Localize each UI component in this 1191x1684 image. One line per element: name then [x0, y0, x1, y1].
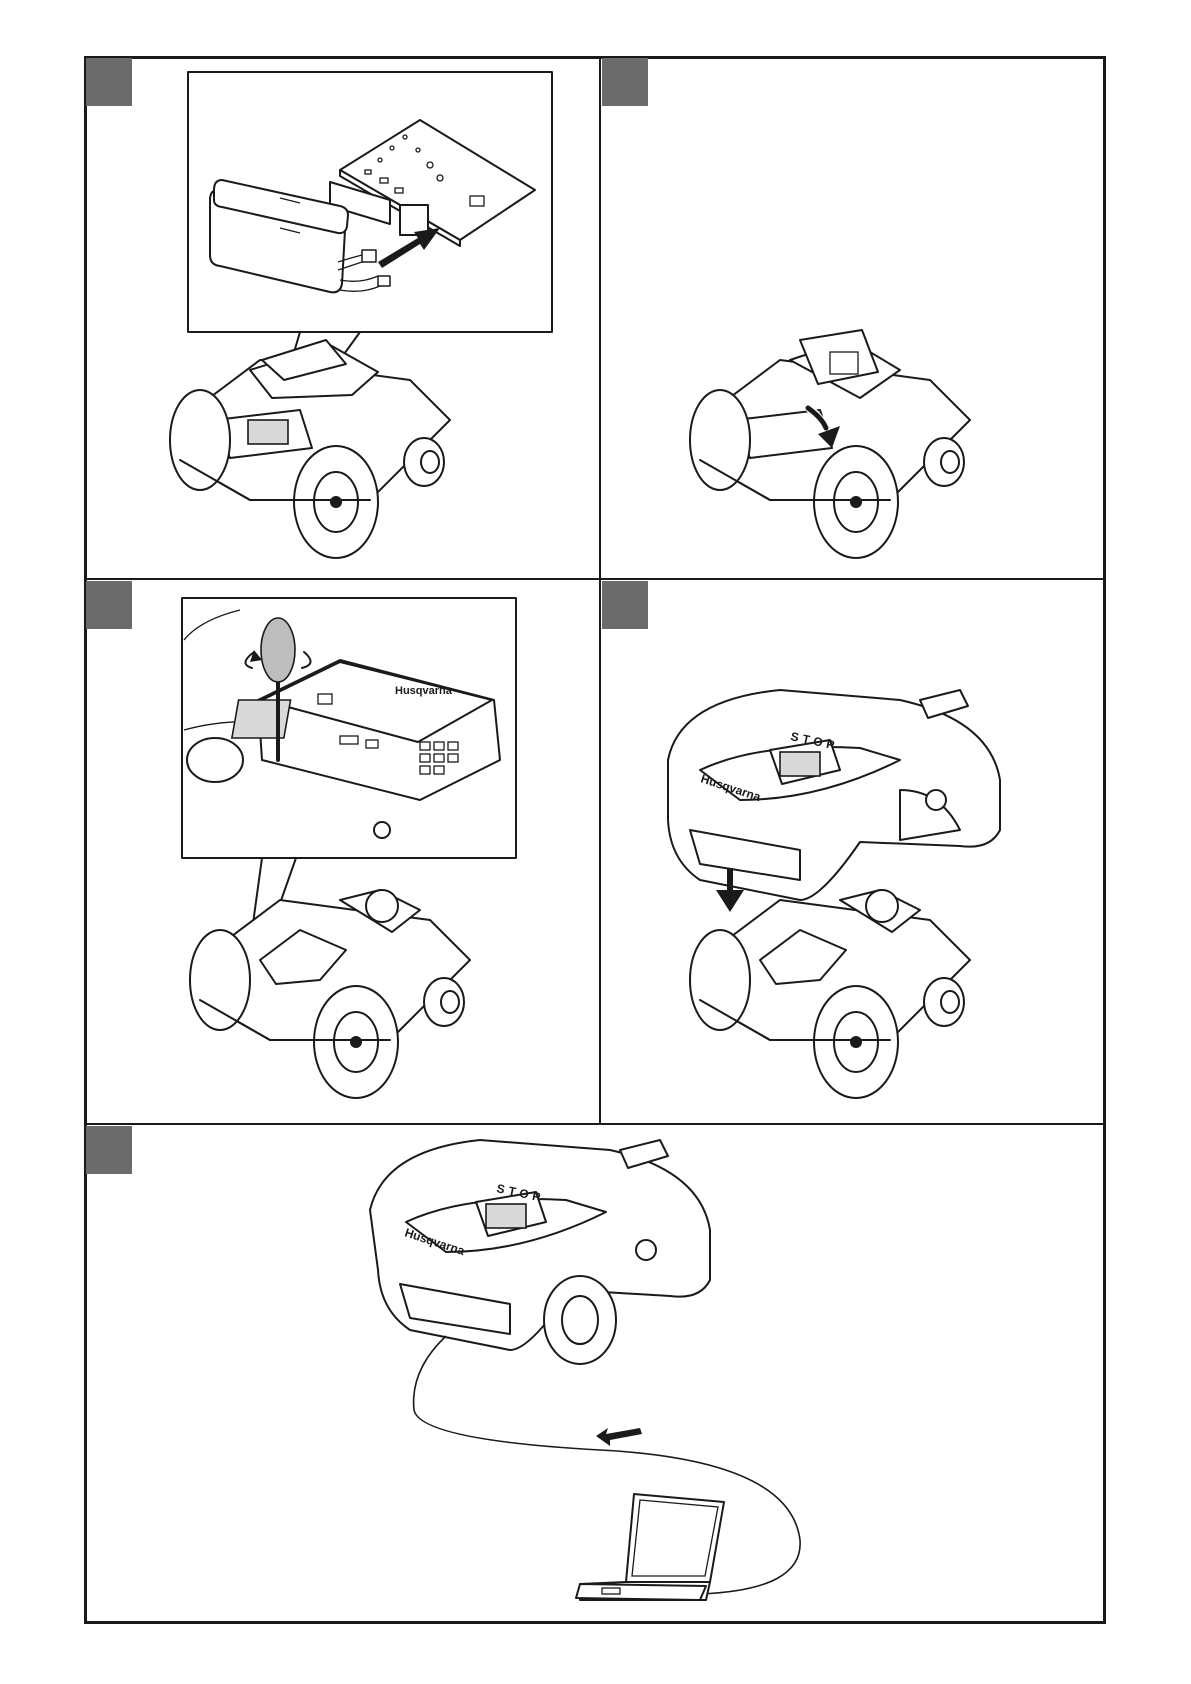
laptop [576, 1494, 724, 1600]
mower-body-shell-5: Husqvarna STOP [370, 1140, 710, 1364]
